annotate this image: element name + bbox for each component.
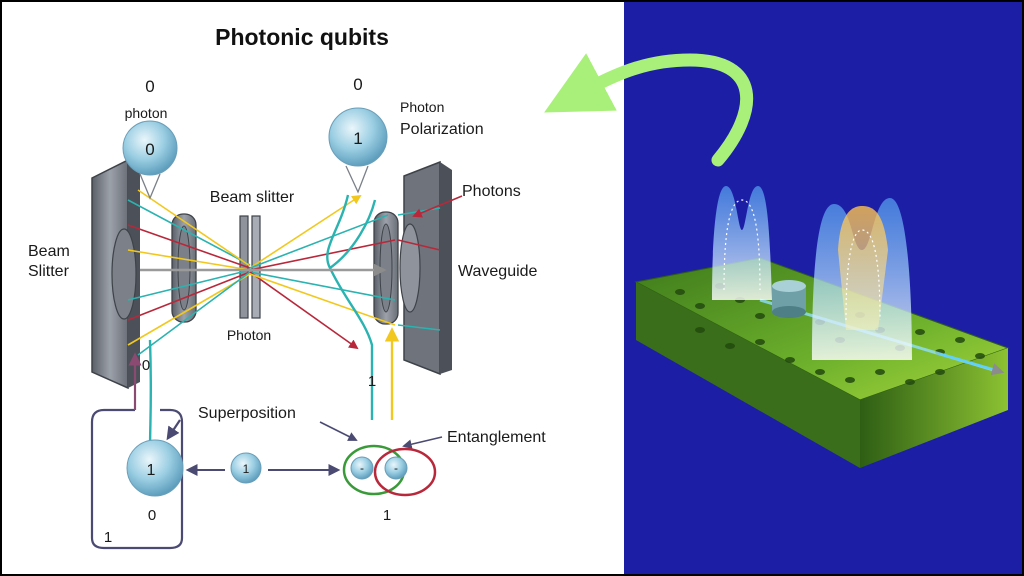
qubit-small: 1 xyxy=(230,452,262,484)
entanglement-label: Entanglement xyxy=(447,429,546,446)
qubit-big: 1 xyxy=(126,439,184,497)
zero-bottom-label: 0 xyxy=(148,507,156,524)
right-lens xyxy=(373,211,399,325)
beam-lines xyxy=(127,189,441,420)
page-title: Photonic qubits xyxy=(215,24,389,50)
light-pulse-right xyxy=(812,198,912,360)
top-right-zero-label: 0 xyxy=(353,75,362,94)
top-left-zero-label: 0 xyxy=(145,77,154,96)
chip-pillar xyxy=(772,280,806,318)
curved-green-arrow xyxy=(544,53,754,167)
qubit-frame xyxy=(90,352,184,550)
beam-left-label-2: Slitter xyxy=(28,263,70,280)
waveguide-label: Waveguide xyxy=(458,263,538,280)
photon-left-qubit: 0 xyxy=(122,120,178,200)
photon-left-value: 0 xyxy=(145,140,154,159)
photons-pointer xyxy=(412,195,463,218)
waveguide-block xyxy=(399,160,452,376)
left-mirror xyxy=(91,158,140,390)
minus-b: - xyxy=(394,461,398,475)
entangled-pair: - - xyxy=(342,444,437,497)
photon-lower-label: photon xyxy=(125,105,168,121)
one-bottom-left-label: 1 xyxy=(104,529,112,546)
photon-right-qubit: 1 xyxy=(328,107,388,194)
light-pulse-left xyxy=(712,186,772,300)
photon-right-value: 1 xyxy=(353,129,362,148)
teal-feed-line xyxy=(148,339,153,453)
beam-left-label-1: Beam xyxy=(28,243,70,260)
photons-label: Photons xyxy=(462,183,521,200)
polarization-label: Polarization xyxy=(400,121,484,138)
qubit-small-value: 1 xyxy=(243,462,250,476)
photon-right-word: Photon xyxy=(400,99,444,115)
photonic-chip xyxy=(634,186,1010,468)
one-mid-right-label: 1 xyxy=(368,373,376,390)
zero-mid-left-label: 0 xyxy=(142,357,150,374)
photon-center-label: Photon xyxy=(227,327,271,343)
beam-slitter-center-label: Beam slitter xyxy=(210,189,295,206)
superposition-pointer xyxy=(319,421,358,441)
entanglement-pointer xyxy=(402,436,443,449)
qubit-big-value: 1 xyxy=(147,462,156,479)
superposition-label: Superposition xyxy=(198,405,296,422)
one-bottom-right-label: 1 xyxy=(383,507,391,524)
minus-a: - xyxy=(360,461,364,475)
